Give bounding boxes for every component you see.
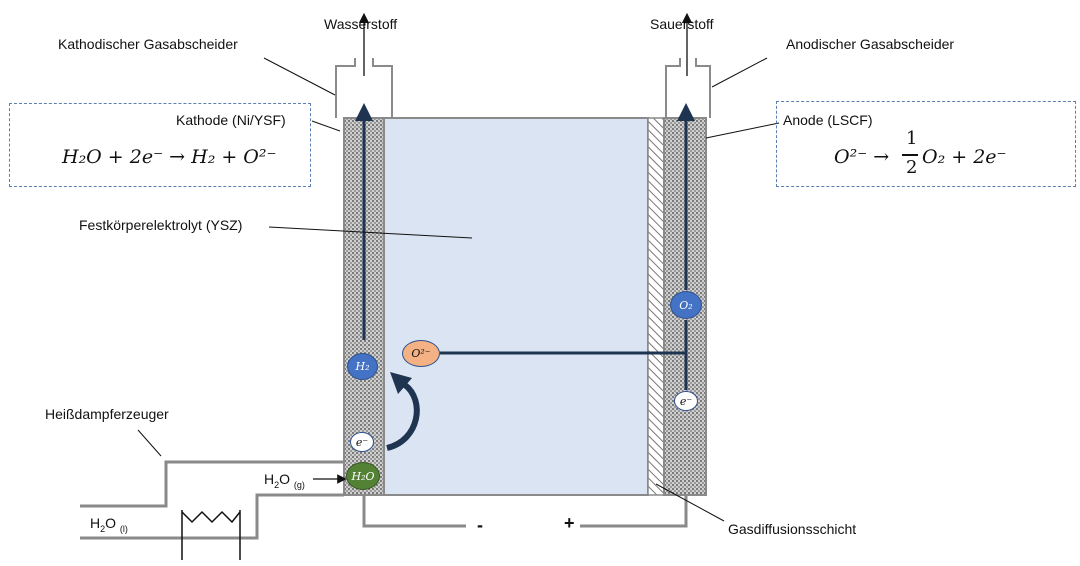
steam-generator-label: Heißdampferzeuger [45, 406, 169, 422]
anode-fraction-denominator: 2 [906, 157, 918, 178]
electron-anode-icon: e⁻ [674, 391, 698, 411]
water-gas-label: H2O (g) [264, 471, 305, 490]
cathodic-gas-separator [335, 58, 393, 118]
anode-fraction-bar [902, 154, 918, 156]
h2-molecule-icon: H₂ [347, 353, 378, 380]
anode-equation-rhs: O₂ + 2e⁻ [922, 146, 1007, 168]
minus-sign: - [477, 515, 483, 535]
electrolyte-label: Festkörperelektrolyt (YSZ) [79, 217, 243, 233]
gas-diffusion-label: Gasdiffusionsschicht [728, 521, 857, 537]
plus-sign: + [564, 513, 575, 533]
water-molecule-icon: H₂O [346, 462, 380, 490]
oxygen-label: Sauerstoff [650, 16, 714, 32]
anodic-gas-separator [665, 58, 711, 118]
o2-molecule-icon: O₂ [670, 291, 702, 319]
anode-equation-box [776, 101, 1076, 187]
anode-fraction-numerator: 1 [906, 128, 918, 149]
electron-cathode-icon: e⁻ [350, 432, 374, 452]
cathode-equation-box [9, 103, 311, 187]
cathode-label: Kathode (Ni/YSF) [176, 112, 286, 128]
electrolyte-region [383, 117, 649, 496]
oxide-ion-icon: O²⁻ [402, 340, 440, 367]
heater-icon [181, 510, 241, 560]
cathodic-separator-label: Kathodischer Gasabscheider [58, 36, 238, 52]
gas-diffusion-layer [647, 117, 665, 496]
anode-equation-lhs: O²⁻ → [834, 146, 890, 168]
cathode-equation: H₂O + 2e⁻ → H₂ + O²⁻ [62, 146, 277, 168]
anodic-separator-label: Anodischer Gasabscheider [786, 36, 955, 52]
water-pipe [80, 493, 344, 540]
anode-label: Anode (LSCF) [783, 112, 873, 128]
water-liquid-label: H2O (l) [90, 515, 128, 534]
steam-pipe [80, 460, 344, 508]
hydrogen-label: Wasserstoff [324, 16, 398, 32]
